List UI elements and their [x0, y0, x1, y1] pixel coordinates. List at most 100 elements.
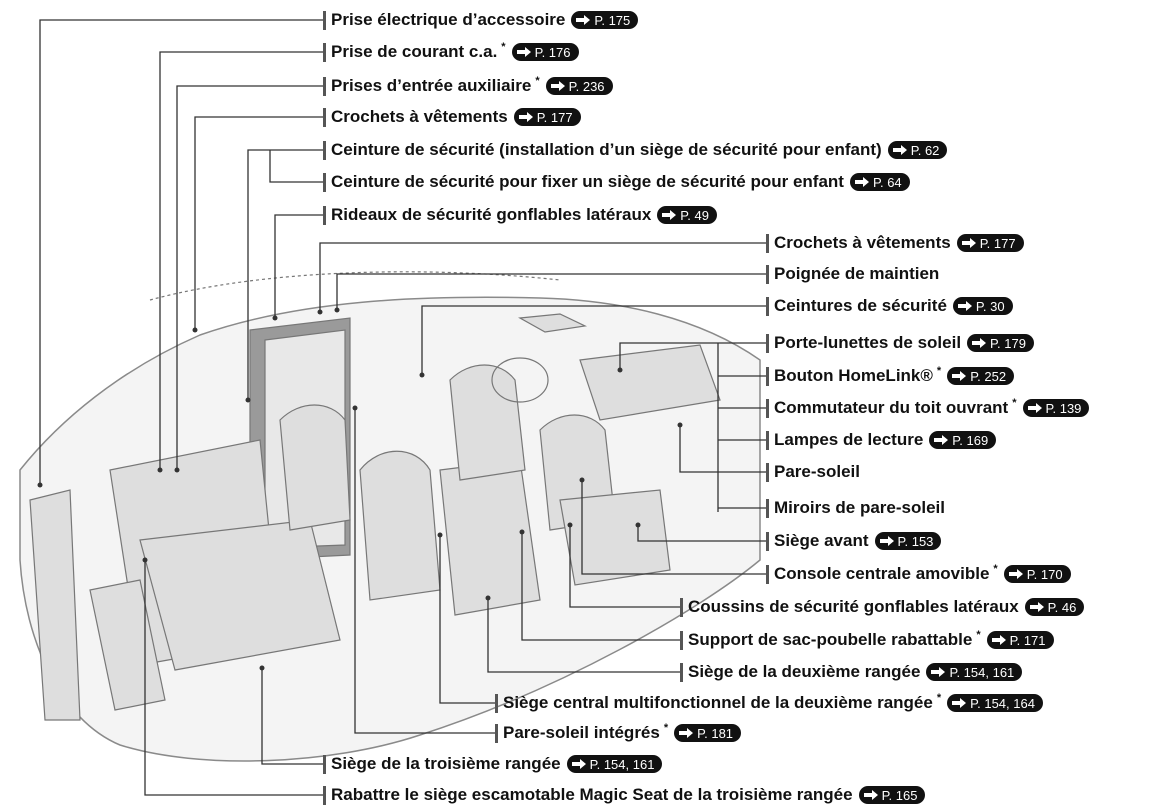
arrow-right-icon — [991, 635, 1006, 645]
page-reference-link[interactable]: P. 236 — [545, 77, 613, 95]
callout-text: Siège central multifonctionnel de la deu… — [503, 693, 933, 712]
page-reference-link[interactable]: P. 177 — [956, 234, 1024, 252]
page-reference-link[interactable]: P. 49 — [657, 206, 717, 224]
callout-text: Porte-lunettes de soleil — [774, 333, 962, 352]
callout-text: Crochets à vêtements — [774, 233, 951, 252]
callout-marker — [766, 366, 769, 386]
callout-label: Commutateur du toit ouvrant*P. 139 — [766, 396, 1090, 420]
arrow-right-icon — [952, 698, 967, 708]
callout-label: Porte-lunettes de soleil P. 179 — [766, 331, 1034, 355]
page-reference-text: P. 181 — [697, 725, 734, 741]
callout-marker — [323, 10, 326, 30]
callout-marker — [766, 398, 769, 418]
page-reference-link[interactable]: P. 169 — [929, 431, 997, 449]
callout-label: Siège de la deuxième rangée P. 154, 161 — [680, 660, 1023, 684]
arrow-right-icon — [952, 371, 967, 381]
page-reference-link[interactable]: P. 154, 161 — [926, 663, 1023, 681]
page-reference-text: P. 176 — [534, 44, 571, 60]
callout-marker — [495, 693, 498, 713]
page-reference-link[interactable]: P. 154, 164 — [947, 694, 1043, 712]
callout-text: Rabattre le siège escamotable Magic Seat… — [331, 785, 853, 804]
callout-label: Prises d’entrée auxiliaire*P. 236 — [323, 74, 613, 98]
page-reference-link[interactable]: P. 165 — [858, 786, 926, 804]
arrow-right-icon — [972, 338, 987, 348]
callout-label: Prise de courant c.a.* P. 176 — [323, 40, 579, 64]
callout-text: Ceintures de sécurité — [774, 296, 947, 315]
callout-marker — [323, 76, 326, 96]
callout-label: Miroirs de pare-soleil — [766, 496, 945, 520]
page-reference-link[interactable]: P. 176 — [511, 43, 579, 61]
arrow-right-icon — [571, 759, 586, 769]
page-reference-link[interactable]: P. 64 — [849, 173, 910, 191]
page-reference-link[interactable]: P. 139 — [1022, 399, 1090, 417]
arrow-right-icon — [550, 81, 565, 91]
callout-label: Bouton HomeLink®* P. 252 — [766, 364, 1015, 388]
arrow-right-icon — [892, 145, 907, 155]
callout-text: Support de sac-poubelle rabattable — [688, 630, 973, 649]
option-asterisk: * — [663, 722, 669, 734]
page-reference-text: P. 177 — [979, 235, 1016, 251]
callout-marker — [323, 754, 326, 774]
option-asterisk: * — [501, 41, 506, 53]
callout-text: Crochets à vêtements — [331, 107, 508, 126]
callout-text: Ceinture de sécurité (installation d’un … — [331, 140, 882, 159]
callout-text: Poignée de maintien — [774, 264, 940, 283]
page-reference-text: P. 64 — [872, 174, 902, 190]
page-reference-link[interactable]: P. 170 — [1003, 565, 1071, 583]
callout-label: Pare-soleil intégrés*P. 181 — [495, 721, 742, 745]
callout-marker — [766, 498, 769, 518]
callout-text: Siège de la troisième rangée — [331, 754, 561, 773]
callout-label: Prise électrique d’accessoire P. 175 — [323, 8, 639, 32]
option-asterisk: * — [936, 365, 942, 377]
callout-text: Ceinture de sécurité pour fixer un siège… — [331, 172, 844, 191]
callout-text: Siège de la deuxième rangée — [688, 662, 921, 681]
callout-marker — [680, 630, 683, 650]
page-reference-text: P. 62 — [910, 142, 940, 158]
option-asterisk: * — [535, 75, 540, 87]
callout-label: Ceinture de sécurité (installation d’un … — [323, 138, 948, 162]
callout-marker — [680, 597, 683, 617]
page-reference-link[interactable]: P. 175 — [571, 11, 639, 29]
page-reference-text: P. 154, 161 — [949, 664, 1015, 680]
callout-text: Bouton HomeLink® — [774, 366, 933, 385]
page-reference-text: P. 177 — [536, 109, 573, 125]
arrow-right-icon — [516, 47, 531, 57]
callout-text: Prise de courant c.a. — [331, 42, 498, 61]
callout-text: Coussins de sécurité gonflables latéraux — [688, 597, 1019, 616]
option-asterisk: * — [976, 629, 981, 641]
arrow-right-icon — [1027, 403, 1042, 413]
page-reference-link[interactable]: P. 46 — [1024, 598, 1085, 616]
page-reference-link[interactable]: P. 30 — [952, 297, 1013, 315]
callout-marker — [323, 785, 326, 805]
page-reference-link[interactable]: P. 154, 161 — [566, 755, 663, 773]
page-reference-link[interactable]: P. 179 — [967, 334, 1034, 352]
callout-text: Prise électrique d’accessoire — [331, 10, 566, 29]
callout-marker — [766, 296, 769, 316]
arrow-right-icon — [931, 667, 946, 677]
callout-label: Crochets à vêtements P. 177 — [766, 231, 1024, 255]
callout-text: Miroirs de pare-soleil — [774, 498, 945, 517]
page-reference-text: P. 49 — [680, 207, 709, 223]
page-reference-link[interactable]: P. 171 — [986, 631, 1054, 649]
arrow-right-icon — [576, 15, 591, 25]
arrow-right-icon — [957, 301, 972, 311]
callout-marker — [766, 264, 769, 284]
page-reference-text: P. 170 — [1026, 566, 1063, 582]
callout-marker — [323, 140, 326, 160]
callout-marker — [766, 462, 769, 482]
page-reference-link[interactable]: P. 252 — [947, 367, 1015, 385]
page-reference-link[interactable]: P. 62 — [887, 141, 948, 159]
callout-label: Siège central multifonctionnel de la deu… — [495, 691, 1043, 715]
callout-marker — [323, 42, 326, 62]
page-reference-link[interactable]: P. 153 — [874, 532, 942, 550]
page-reference-link[interactable]: P. 177 — [513, 108, 581, 126]
arrow-right-icon — [934, 435, 949, 445]
page-reference-text: P. 46 — [1047, 599, 1077, 615]
page-reference-link[interactable]: P. 181 — [674, 724, 742, 742]
arrow-right-icon — [518, 112, 533, 122]
option-asterisk: * — [993, 563, 998, 575]
callout-text: Siège avant — [774, 531, 869, 550]
page-reference-text: P. 153 — [897, 533, 934, 549]
